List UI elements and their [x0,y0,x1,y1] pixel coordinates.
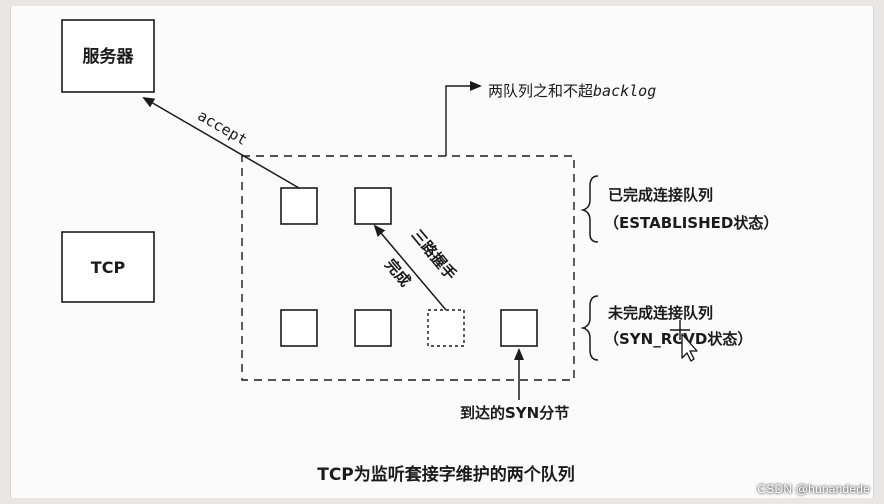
incomplete-entry-1 [280,309,318,347]
completed-queue-brace [580,175,599,243]
incomplete-entry-new [500,309,538,347]
incomplete-queue-state: （SYN_RCVD状态） [604,330,752,348]
arriving-syn-label: 到达的SYN分节 [460,404,569,422]
completed-entry-2 [354,187,392,225]
complete-label: 完成 [381,256,414,291]
backlog-keyword: backlog [593,82,656,100]
backlog-arrow [445,81,482,156]
server-box [61,19,155,93]
incomplete-entry-2 [354,309,392,347]
completed-queue-title: 已完成连接队列 [608,186,713,204]
backlog-label: 两队列之和不超backlog [488,82,656,100]
server-label: 服务器 [83,46,135,67]
handshake-arrow [373,224,447,311]
backlog-prefix: 两队列之和不超 [488,82,593,100]
accept-label: accept [195,106,251,149]
csdn-watermark: CSDN @hunandede [757,482,870,496]
figure-caption: TCP为监听套接字维护的两个队列 [317,464,575,485]
completed-entry-1 [280,187,318,225]
incomplete-queue-brace [580,295,599,361]
tcp-label: TCP [91,258,126,277]
completed-queue-state: （ESTABLISHED状态） [604,214,778,232]
incomplete-queue-title: 未完成连接队列 [607,304,713,322]
incomplete-entry-pending [427,309,465,347]
mouse-cursor-icon [670,320,698,362]
accept-arrow [142,96,300,189]
tcp-box [61,231,155,303]
queue-region [241,155,575,381]
